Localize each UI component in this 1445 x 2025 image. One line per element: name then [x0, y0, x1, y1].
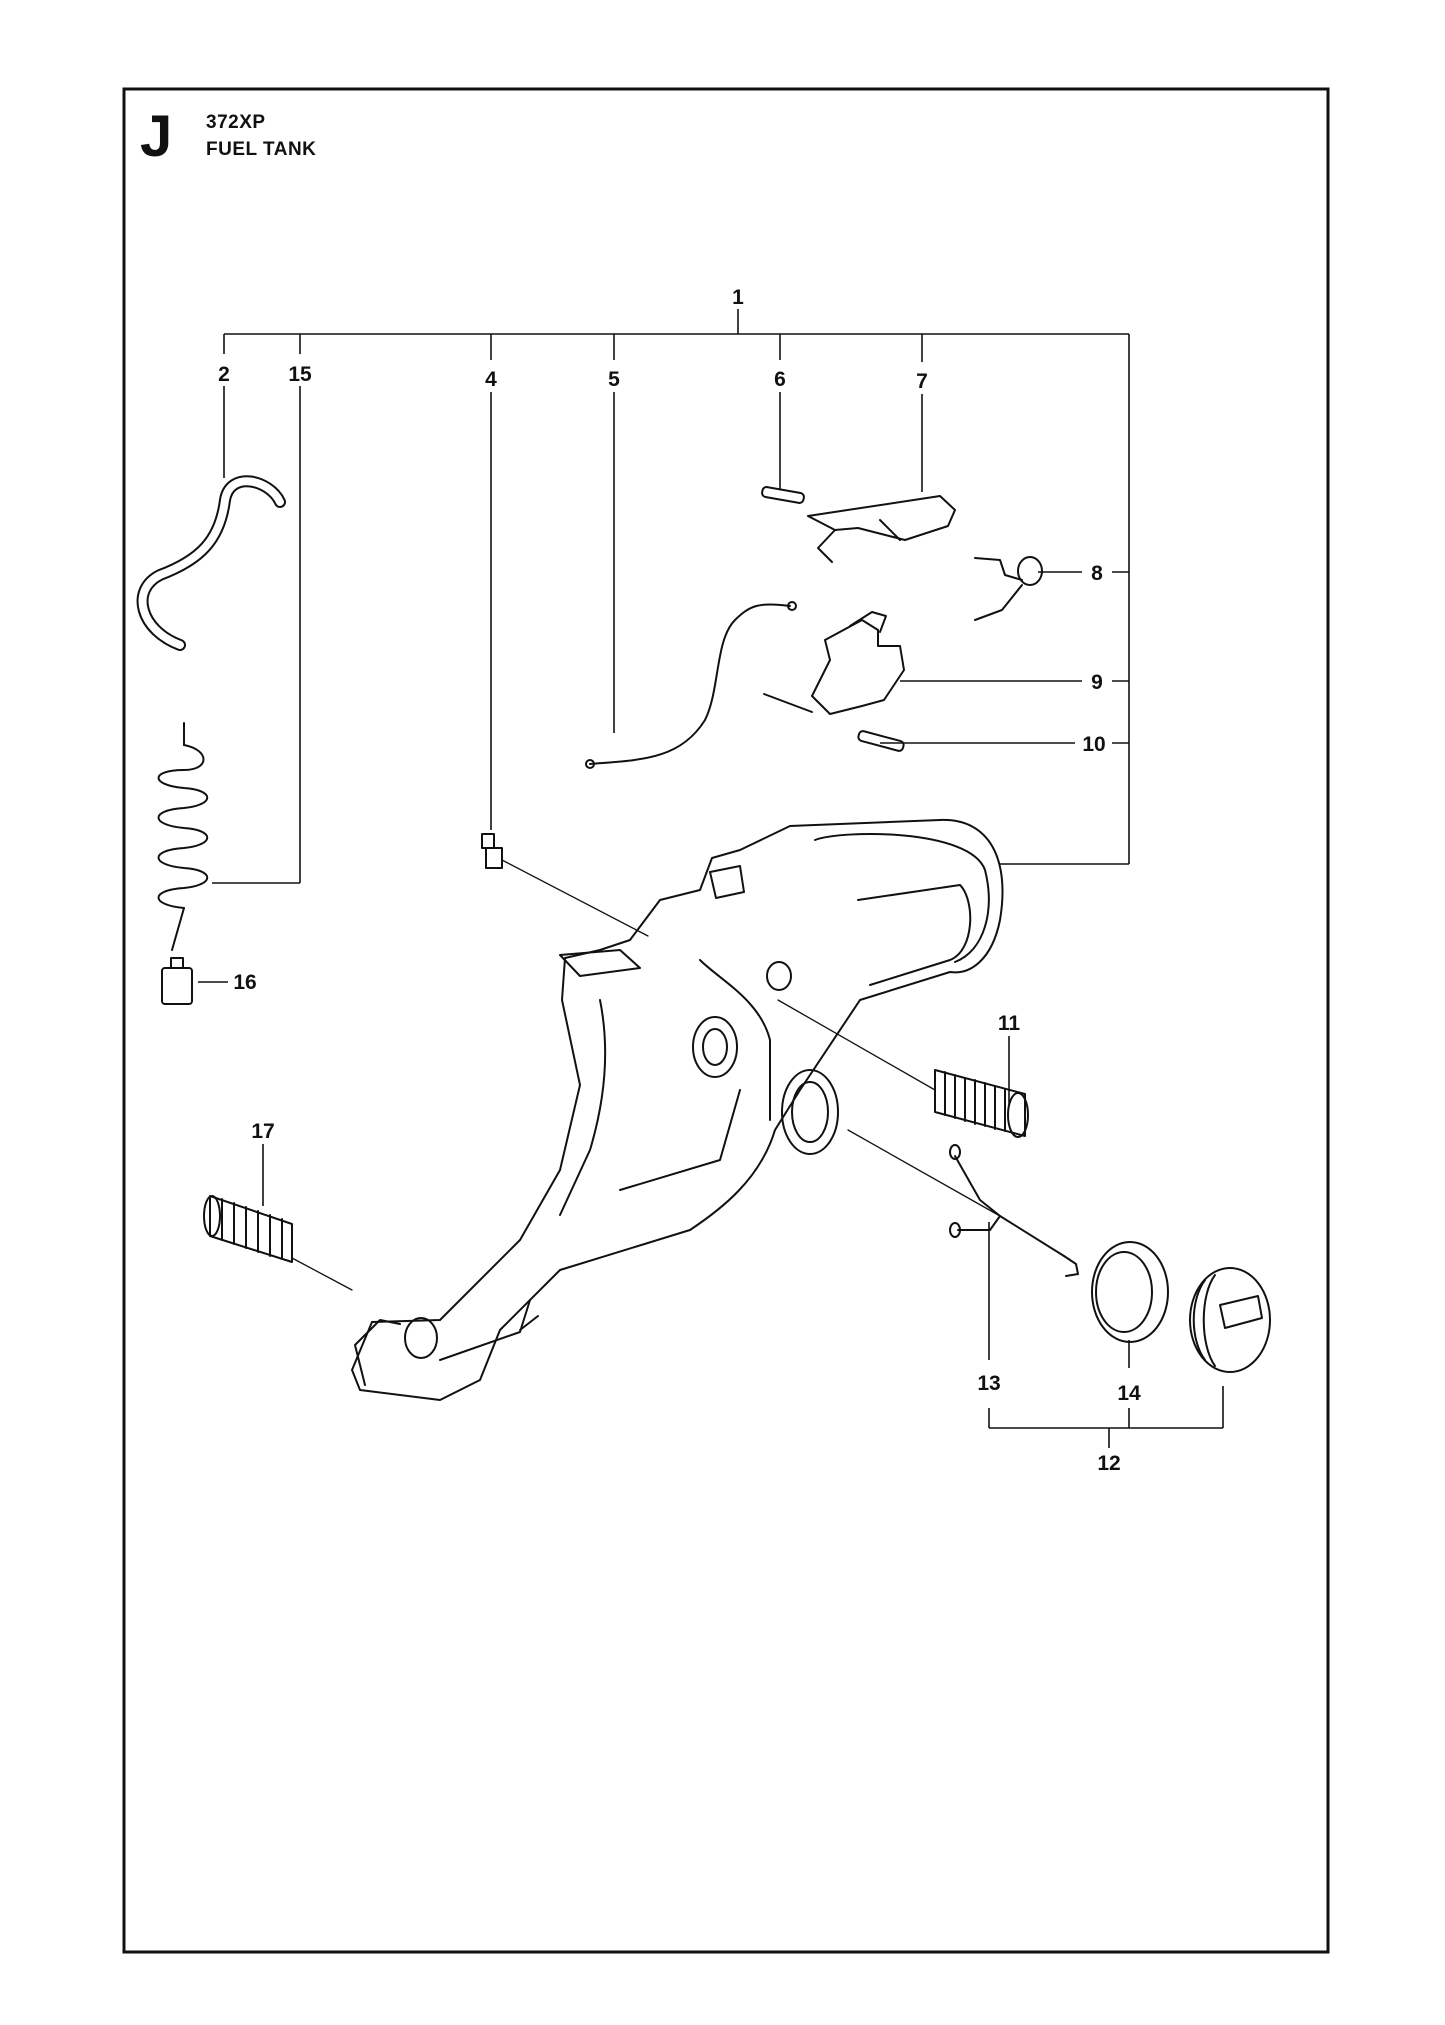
trigger-pin-drawing — [857, 730, 905, 752]
callout-4: 4 — [485, 368, 497, 391]
section-letter: J — [140, 104, 173, 169]
throttle-cable-drawing — [589, 603, 791, 765]
part-drawings — [136, 475, 1271, 1401]
fuel-tank-body-drawing — [351, 818, 1004, 1401]
throttle-trigger-drawing — [763, 611, 905, 715]
lock-lever-drawing — [807, 495, 956, 563]
callout-1: 1 — [732, 286, 744, 309]
leader-lines — [198, 309, 1224, 1448]
callout-11: 11 — [998, 1012, 1021, 1035]
av-spring-right-drawing — [777, 999, 1029, 1138]
diagram-title: FUEL TANK — [206, 139, 317, 160]
callout-8: 8 — [1091, 562, 1103, 585]
coil-pipe-drawing — [157, 722, 208, 951]
callout-7: 7 — [916, 370, 928, 393]
strap-clip-drawing — [847, 1129, 1079, 1277]
callout-14: 14 — [1117, 1382, 1141, 1405]
fuel-filter-drawing — [161, 957, 193, 1005]
callout-12: 12 — [1097, 1452, 1120, 1475]
fuel-hose-drawing — [136, 475, 286, 651]
callout-2: 2 — [218, 363, 230, 386]
callout-15: 15 — [288, 363, 312, 386]
model-number: 372XP — [206, 112, 266, 133]
callout-16: 16 — [233, 971, 256, 994]
callout-10: 10 — [1082, 733, 1105, 756]
callout-17: 17 — [251, 1120, 274, 1143]
callout-6: 6 — [774, 368, 786, 391]
seal-ring-drawing — [1091, 1241, 1169, 1343]
callout-13: 13 — [977, 1372, 1000, 1395]
stud-drawing — [481, 833, 649, 937]
callout-5: 5 — [608, 368, 620, 391]
pin-drawing — [761, 486, 805, 504]
av-spring-left-drawing — [203, 1195, 353, 1291]
spring-drawing — [974, 556, 1043, 621]
fuel-cap-drawing — [1189, 1267, 1271, 1373]
callout-labels: 1 2 4 5 6 7 8 9 10 11 12 13 14 15 16 17 — [218, 286, 1141, 1475]
page-frame — [122, 87, 1330, 1954]
callout-9: 9 — [1091, 671, 1103, 694]
